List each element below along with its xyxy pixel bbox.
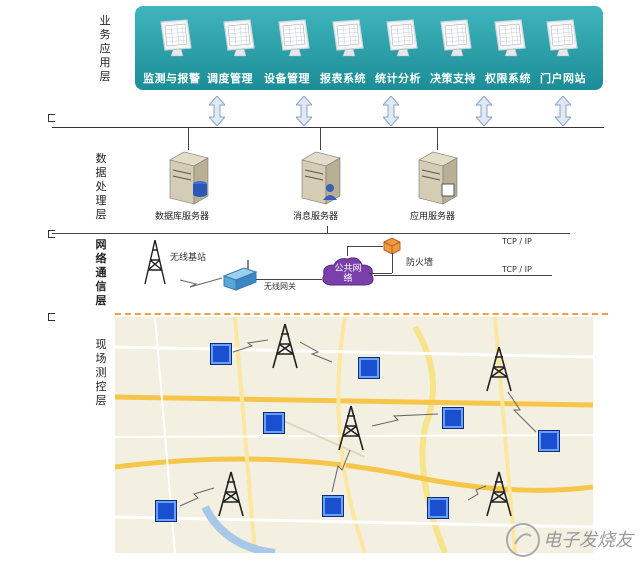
app-label-device: 设备管理 xyxy=(264,72,310,85)
connector-line xyxy=(347,246,383,247)
network-bus-line xyxy=(374,275,552,276)
double-arrow-icon xyxy=(209,96,225,126)
wireless-base-station-icon xyxy=(144,239,166,285)
watermark-logo-icon xyxy=(506,523,540,557)
application-monitor-icon xyxy=(494,19,526,57)
field-site-icon xyxy=(210,343,232,365)
message-server-icon xyxy=(301,151,341,205)
wireless-gateway-icon xyxy=(222,260,258,291)
field-layer-separator xyxy=(115,313,608,315)
connector-line xyxy=(437,128,438,150)
base-station-tower-icon xyxy=(218,471,244,517)
gateway-link-line xyxy=(256,279,322,280)
application-bus-line xyxy=(52,127,604,128)
connector-line xyxy=(320,128,321,150)
layer-tick xyxy=(48,114,55,122)
app-label-permission: 权限系统 xyxy=(485,72,531,85)
field-site-icon xyxy=(358,357,380,379)
connector-line xyxy=(327,226,328,234)
public-network-label: 公共网络 xyxy=(334,264,362,284)
connector-line xyxy=(368,273,392,274)
application-server-label: 应用服务器 xyxy=(410,212,456,222)
layer-label-application: 业务应用层 xyxy=(99,14,111,83)
base-station-label: 无线基站 xyxy=(170,253,207,263)
double-arrow-icon xyxy=(555,96,571,126)
application-monitor-icon xyxy=(278,19,310,57)
firewall-label: 防火墙 xyxy=(406,258,434,268)
field-site-icon xyxy=(263,412,285,434)
base-station-tower-icon xyxy=(486,346,512,392)
double-arrow-icon xyxy=(383,96,399,126)
watermark-text: 电子发烧友 xyxy=(543,530,633,551)
field-site-icon xyxy=(427,497,449,519)
application-monitor-icon xyxy=(546,19,578,57)
layer-tick xyxy=(48,313,55,321)
app-label-decision: 决策支持 xyxy=(430,72,476,85)
base-station-tower-icon xyxy=(486,471,512,517)
application-monitor-icon xyxy=(160,19,192,57)
connector-line xyxy=(188,128,189,150)
data-bus-line xyxy=(52,233,570,234)
application-monitor-icon xyxy=(223,19,255,57)
application-server-icon xyxy=(418,151,458,205)
protocol-label-upper: TCP / IP xyxy=(502,237,532,246)
field-site-icon xyxy=(442,407,464,429)
application-monitor-icon xyxy=(332,19,364,57)
application-layer-band: 监测与报警 调度管理 设备管理 报表系统 统计分析 决策支持 权限系统 门户网站 xyxy=(135,6,603,90)
application-monitor-icon xyxy=(386,19,418,57)
double-arrow-icon xyxy=(296,96,312,126)
app-label-portal: 门户网站 xyxy=(540,72,586,85)
app-label-dispatch: 调度管理 xyxy=(207,72,253,85)
public-network-cloud-icon xyxy=(322,257,374,286)
field-site-icon xyxy=(322,495,344,517)
watermark-logo: 电子发烧友 xyxy=(505,520,635,560)
database-server-icon xyxy=(169,151,209,205)
app-label-alarm: 监测与报警 xyxy=(143,72,201,85)
layer-tick xyxy=(48,230,55,238)
layer-label-network: 网络通信层 xyxy=(95,238,107,307)
application-monitor-icon xyxy=(440,19,472,57)
base-station-tower-icon xyxy=(338,405,364,451)
protocol-label-lower: TCP / IP xyxy=(502,265,532,274)
app-label-stats: 统计分析 xyxy=(375,72,421,85)
gateway-label: 无线网关 xyxy=(264,282,296,291)
firewall-icon xyxy=(383,237,401,254)
field-site-icon xyxy=(155,500,177,522)
base-station-tower-icon xyxy=(272,323,298,369)
layer-label-data-processing: 数据处理层 xyxy=(95,152,107,221)
double-arrow-icon xyxy=(476,96,492,126)
connector-line xyxy=(392,253,393,273)
field-site-icon xyxy=(538,430,560,452)
message-server-label: 消息服务器 xyxy=(293,212,339,222)
app-label-report: 报表系统 xyxy=(320,72,366,85)
database-server-label: 数据库服务器 xyxy=(155,212,210,222)
layer-label-field: 现场测控层 xyxy=(95,338,107,407)
connector-line xyxy=(347,246,348,256)
